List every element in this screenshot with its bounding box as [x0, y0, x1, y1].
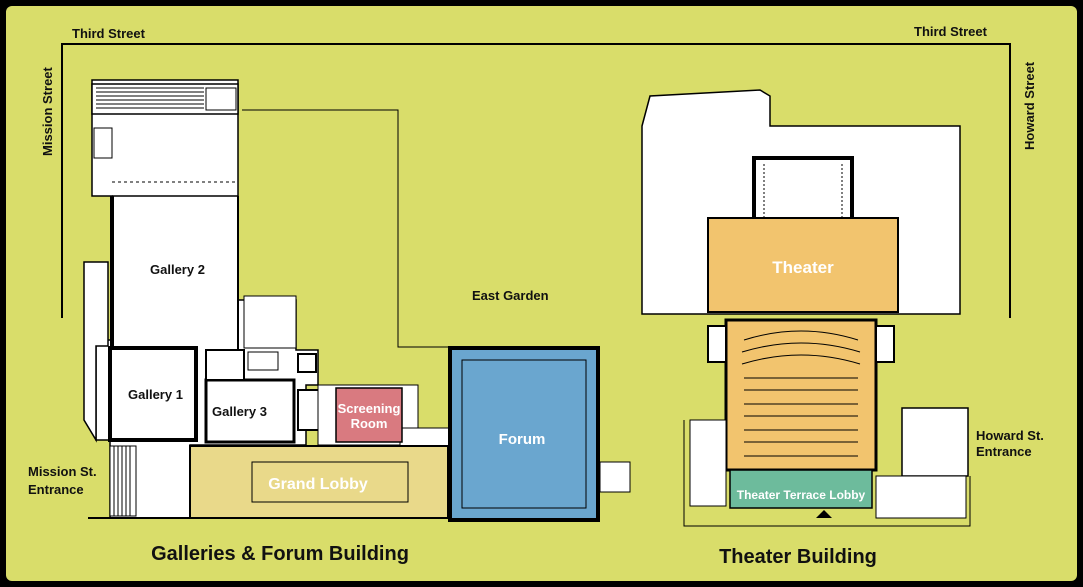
stair-core — [297, 389, 321, 431]
galleries-forum-building — [83, 79, 631, 522]
third-street-label-left: Third Street — [72, 26, 146, 41]
gallery-3-room — [204, 378, 296, 444]
east-garden-label: East Garden — [472, 288, 549, 303]
screening-room-label-2: Room — [351, 416, 388, 431]
grand-lobby-label: Grand Lobby — [268, 476, 368, 493]
mission-street-label: Mission Street — [40, 66, 55, 156]
terrace-lobby-area — [729, 469, 873, 509]
entrance-marker-icon — [816, 510, 832, 518]
seat-rows — [741, 330, 861, 457]
side-box-left — [707, 325, 727, 363]
side-box-right — [875, 325, 895, 363]
forum-inner — [461, 359, 587, 509]
street-boundary-line — [61, 43, 1011, 318]
mission-entrance-label-2: Entrance — [28, 482, 84, 497]
forum-label: Forum — [499, 431, 546, 448]
screening-room — [335, 387, 403, 443]
mission-entrance-label-1: Mission St. — [28, 464, 97, 479]
forum-annex — [599, 461, 631, 493]
annex-block — [243, 295, 297, 349]
theater-building — [641, 89, 971, 527]
elevator-box-2 — [297, 353, 317, 373]
gallery-1-label: Gallery 1 — [128, 387, 183, 402]
howard-block — [901, 407, 969, 477]
stair-hatching — [96, 87, 204, 109]
howard-entrance-label-1: Howard St. — [976, 428, 1044, 443]
theater-building-title: Theater Building — [719, 546, 877, 568]
garden-path-line — [242, 109, 452, 348]
howard-entrance-label-2: Entrance — [976, 444, 1032, 459]
left-service-block — [689, 419, 727, 507]
screening-room-label-1: Screening — [338, 401, 401, 416]
third-street-label-right: Third Street — [914, 24, 988, 39]
gallery-3-label: Gallery 3 — [212, 404, 267, 419]
grand-lobby-inner — [251, 461, 409, 503]
theater-stage — [707, 217, 899, 313]
fly-tower — [752, 156, 854, 224]
terrace-outline — [683, 420, 971, 527]
left-stair — [93, 127, 113, 159]
left-facade — [83, 261, 109, 443]
theater-label: Theater — [772, 258, 834, 277]
top-stair-box — [205, 87, 237, 111]
gallery-2-label: Gallery 2 — [150, 262, 205, 277]
auditorium-seating — [724, 318, 878, 472]
howard-street-label: Howard Street — [1022, 61, 1037, 150]
elevator-box — [247, 351, 279, 371]
galleries-forum-building-title: Galleries & Forum Building — [151, 543, 409, 565]
terrace-lobby-label: Theater Terrace Lobby — [737, 488, 866, 502]
howard-annex — [875, 475, 967, 519]
gallery-1-room — [108, 346, 198, 442]
forum-room — [448, 346, 600, 522]
entrance-stair-lines — [113, 446, 131, 516]
service-room-a — [205, 349, 245, 381]
